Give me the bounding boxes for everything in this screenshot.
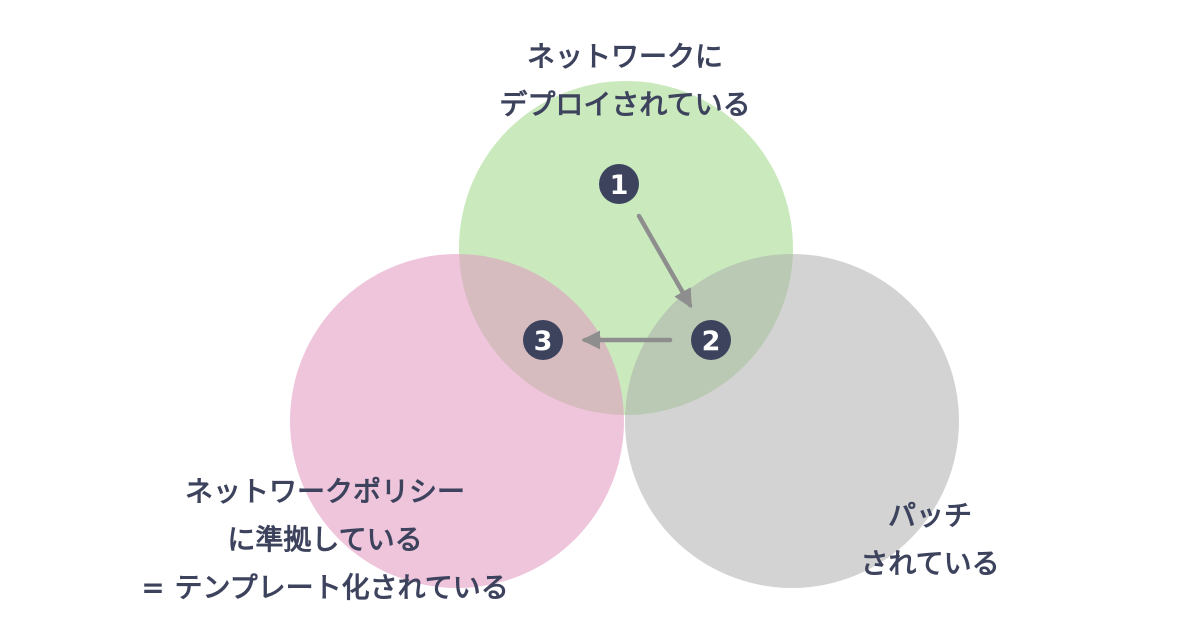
label-policy-compliant: ネットワークポリシー に準拠している = テンプレート化されている	[100, 468, 550, 612]
label-network-deployed: ネットワークに デプロイされている	[475, 33, 775, 129]
step-3-number: 3	[534, 326, 553, 357]
label-network-line-2: デプロイされている	[499, 88, 751, 121]
step-2-badge: 2	[691, 320, 731, 360]
step-1-badge: 1	[599, 164, 639, 204]
label-patched: パッチ されている	[830, 492, 1030, 588]
arrow-step1-to-step2	[636, 213, 693, 309]
step-2-number: 2	[702, 326, 721, 357]
label-patch-line-2: されている	[860, 547, 1000, 580]
step-1-number: 1	[610, 170, 629, 201]
label-policy-line-1: ネットワークポリシー	[184, 475, 465, 508]
label-policy-line-3: = テンプレート化されている	[141, 571, 509, 604]
label-policy-line-2: に準拠している	[227, 523, 423, 556]
label-network-line-1: ネットワークに	[526, 40, 723, 73]
step-3-badge: 3	[523, 320, 563, 360]
label-patch-line-1: パッチ	[887, 499, 972, 532]
